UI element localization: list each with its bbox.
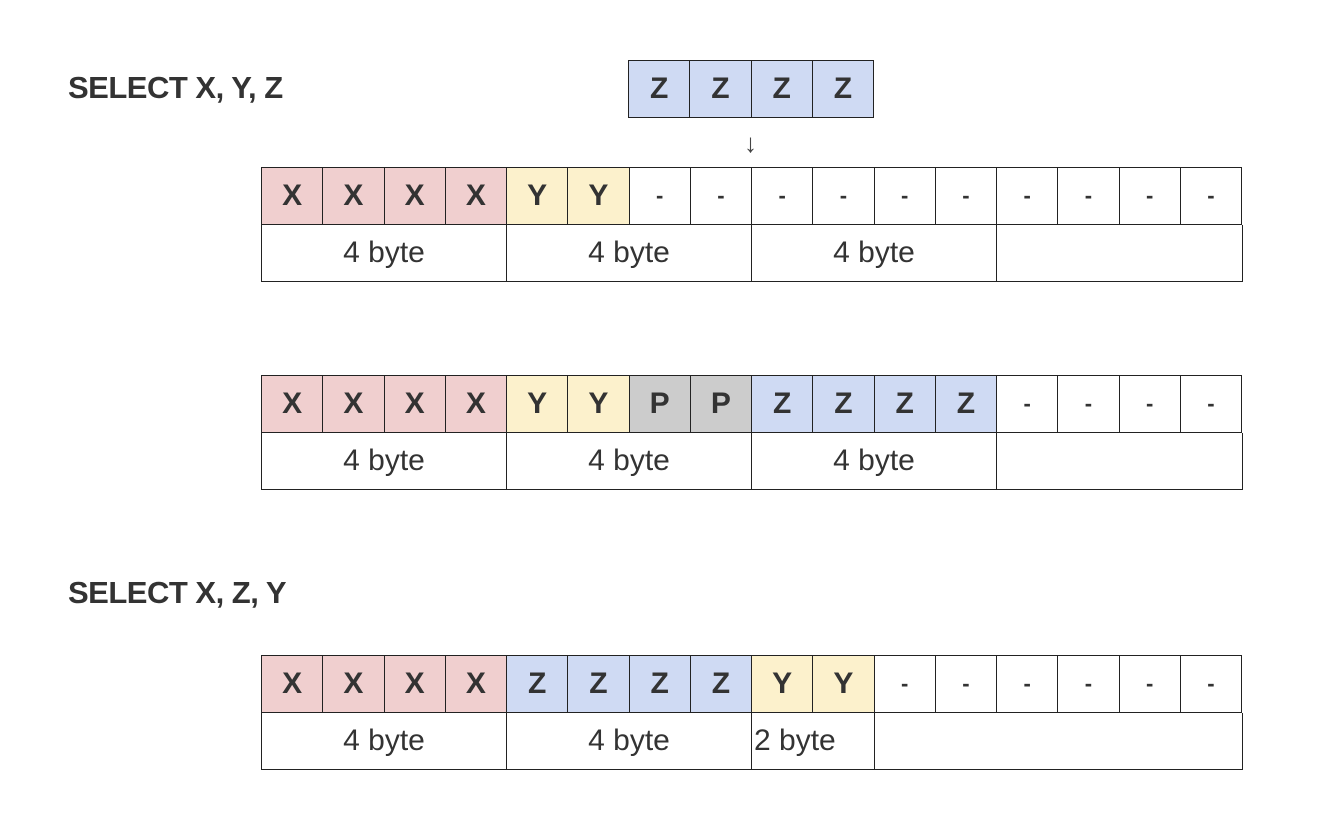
byte-cell: - [874, 656, 936, 713]
byte-cell: Z [507, 656, 569, 713]
size-label: 2 byte [752, 713, 875, 770]
byte-cell: - [1119, 168, 1181, 225]
byte-cell: - [1058, 168, 1120, 225]
size-label: 4 byte [507, 225, 752, 282]
size-label: 4 byte [507, 433, 752, 490]
incoming-cell: Z [812, 61, 874, 118]
byte-cell: - [1058, 376, 1120, 433]
query-label-xyz: SELECT X, Y, Z [68, 70, 283, 105]
size-label: 4 byte [262, 225, 507, 282]
byte-cell: X [445, 168, 507, 225]
size-label: 4 byte [752, 225, 997, 282]
size-label [997, 433, 1243, 490]
byte-cell: - [1180, 376, 1242, 433]
byte-cell: X [323, 168, 385, 225]
memory-row-1: X X X X Y Y - - - - - - - - - - [261, 167, 1242, 225]
byte-cell: Z [690, 656, 752, 713]
byte-cell: - [997, 656, 1059, 713]
byte-cell: - [997, 168, 1059, 225]
byte-cell: - [1180, 168, 1242, 225]
byte-cell: X [262, 168, 324, 225]
byte-cell: X [323, 376, 385, 433]
byte-cell: P [690, 376, 752, 433]
byte-cell: Z [874, 376, 936, 433]
byte-cell: Z [752, 376, 814, 433]
size-row-3: 4 byte 4 byte 2 byte [261, 713, 1243, 770]
byte-cell: X [445, 376, 507, 433]
byte-cell: - [1180, 656, 1242, 713]
byte-cell: - [629, 168, 691, 225]
byte-cell: X [384, 168, 446, 225]
byte-cell: Y [507, 168, 569, 225]
byte-cell: - [1119, 656, 1181, 713]
query-label-xzy: SELECT X, Z, Y [68, 575, 287, 610]
byte-cell: X [262, 656, 324, 713]
size-label: 4 byte [507, 713, 752, 770]
byte-cell: X [384, 656, 446, 713]
byte-cell: X [262, 376, 324, 433]
byte-cell: Z [629, 656, 691, 713]
byte-cell: - [1058, 656, 1120, 713]
incoming-cell: Z [690, 61, 752, 118]
down-arrow-icon: ↓ [744, 128, 757, 158]
byte-cell: Y [568, 168, 630, 225]
byte-cell: - [813, 168, 875, 225]
byte-cell: - [935, 656, 997, 713]
byte-cell: - [690, 168, 752, 225]
size-row-2: 4 byte 4 byte 4 byte [261, 433, 1243, 490]
memory-row-2: X X X X Y Y P P Z Z Z Z - - - - [261, 375, 1242, 433]
byte-cell: - [1119, 376, 1181, 433]
incoming-cell: Z [629, 61, 691, 118]
size-label: 4 byte [752, 433, 997, 490]
byte-cell: X [323, 656, 385, 713]
incoming-z-cells: Z Z Z Z [628, 60, 874, 118]
byte-cell: Y [752, 656, 814, 713]
size-label: 4 byte [262, 713, 507, 770]
byte-cell: P [629, 376, 691, 433]
byte-cell: X [384, 376, 446, 433]
size-label [874, 713, 1243, 770]
byte-cell: X [445, 656, 507, 713]
byte-cell: Y [507, 376, 569, 433]
byte-cell: - [752, 168, 814, 225]
memory-row-3: X X X X Z Z Z Z Y Y - - - - - - [261, 655, 1242, 713]
byte-cell: Z [813, 376, 875, 433]
incoming-cell: Z [751, 61, 813, 118]
size-row-1: 4 byte 4 byte 4 byte [261, 225, 1243, 282]
byte-cell: - [997, 376, 1059, 433]
byte-cell: Z [568, 656, 630, 713]
size-label: 4 byte [262, 433, 507, 490]
size-label [997, 225, 1243, 282]
byte-cell: Y [568, 376, 630, 433]
byte-cell: Z [935, 376, 997, 433]
byte-cell: - [874, 168, 936, 225]
byte-cell: Y [813, 656, 875, 713]
byte-cell: - [935, 168, 997, 225]
